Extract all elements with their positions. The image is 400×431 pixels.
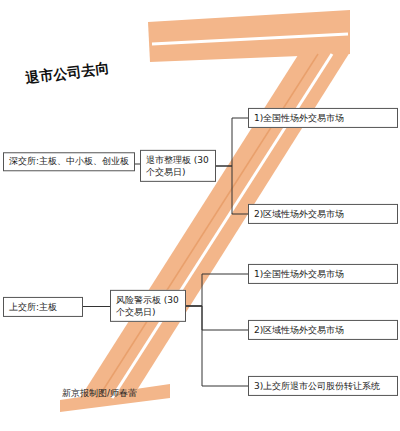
process-box: 风险警示板 (30个交易日) [110,290,186,322]
connector-line [186,274,248,306]
process-box: 2)区域性场外交易市场 [248,320,398,340]
process-box: 2)区域性场外交易市场 [248,204,398,224]
box-text: 1)全国性场外交易市场 [254,268,392,280]
connector-line [216,118,248,166]
process-box: 1)全国性场外交易市场 [248,108,398,128]
box-text: 2)区域性场外交易市场 [254,208,392,220]
box-text: 上交所:主板 [9,301,77,313]
box-text: 2)区域性场外交易市场 [254,324,392,336]
box-text: 风险警示板 (30个交易日) [116,294,180,318]
connector-line [216,166,248,214]
z-foot-band [60,384,170,412]
connector-line [83,306,110,307]
z-stripe [152,34,348,44]
credit-caption: 新京报制图/师春蕾 [62,387,137,400]
process-box: 1)全国性场外交易市场 [248,264,398,284]
z-diagonal-band [80,52,350,398]
process-box: 退市整理板 (30个交易日) [140,150,216,182]
z-stripe [98,54,318,398]
box-text: 深交所:主板、中小板、创业板 [9,156,129,167]
z-stripe [112,54,332,398]
box-text: 3)上交所退市公司股份转让系统 [254,380,392,392]
connector-line [186,306,248,386]
diagram-title: 退市公司去向 [25,60,111,88]
process-box: 上交所:主板 [3,297,83,317]
process-box: 3)上交所退市公司股份转让系统 [248,376,398,396]
box-text: 退市整理板 (30个交易日) [146,154,210,178]
connector-line [186,306,248,330]
box-text: 1)全国性场外交易市场 [254,112,392,124]
process-box: 深交所:主板、中小板、创业板 [3,152,135,171]
